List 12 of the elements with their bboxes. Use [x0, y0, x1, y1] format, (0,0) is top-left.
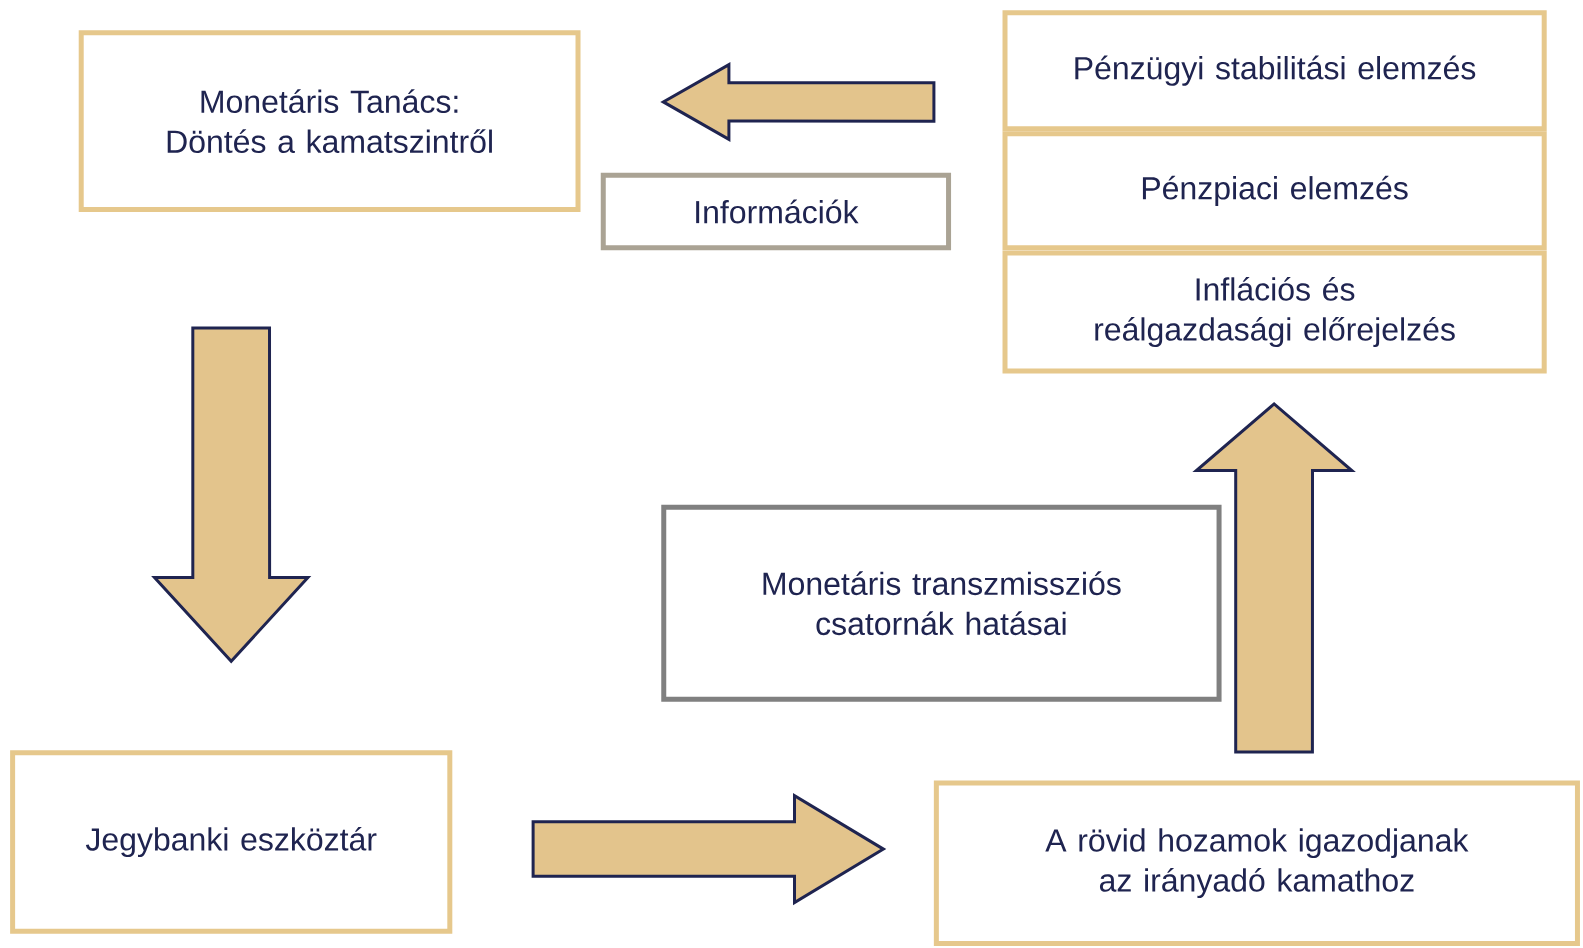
process-box: Monetáris transzmissziós csatornák hatásai — [661, 504, 1222, 702]
text-box: Pénzpiaci elemzés — [1002, 131, 1547, 251]
text-box: Pénzügyi stabilitási elemzés — [1002, 10, 1547, 132]
text-box: Inflációs és reálgazdasági előrejelzés — [1002, 250, 1547, 374]
block-arrow — [1192, 401, 1356, 754]
text-box: Monetáris Tanács: Döntés a kamatszintről — [78, 30, 581, 212]
info-box: Információk — [600, 172, 952, 251]
block-arrow — [531, 792, 887, 906]
block-arrow — [660, 62, 936, 142]
block-arrow — [151, 326, 312, 664]
text-box: Jegybanki eszköztár — [10, 750, 453, 934]
text-box: A rövid hozamok igazodjanak az irányadó kamathoz — [933, 780, 1580, 946]
